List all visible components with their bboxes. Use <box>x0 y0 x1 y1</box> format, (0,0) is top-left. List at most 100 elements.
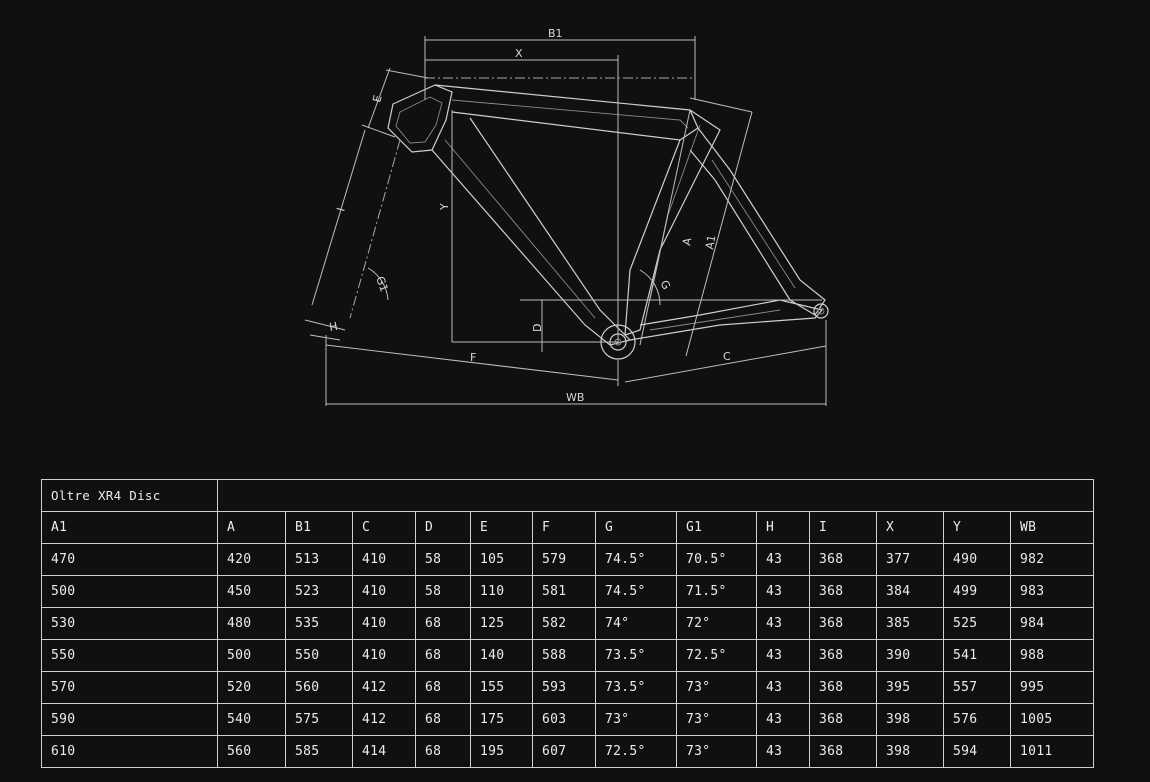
table-cell: 594 <box>943 735 1011 768</box>
table-cell: 385 <box>876 607 944 640</box>
table-cell: 195 <box>470 735 533 768</box>
table-cell: 43 <box>756 671 810 704</box>
table-cell: 588 <box>532 639 596 672</box>
column-header: I <box>809 511 877 544</box>
table-cell: 523 <box>285 575 353 608</box>
table-cell: 377 <box>876 543 944 576</box>
table-cell: 73.5° <box>595 671 677 704</box>
table-cell: 384 <box>876 575 944 608</box>
table-cell: 535 <box>285 607 353 640</box>
label-wb: WB <box>566 391 584 404</box>
table-cell: 1011 <box>1010 735 1094 768</box>
table-cell: 395 <box>876 671 944 704</box>
table-cell: 73° <box>676 735 757 768</box>
table-title-row: Oltre XR4 Disc <box>41 479 1094 512</box>
table-cell: 68 <box>415 671 471 704</box>
label-a: A <box>680 236 694 246</box>
table-cell: 603 <box>532 703 596 736</box>
label-g1: G1 <box>373 275 391 294</box>
geometry-table: Oltre XR4 Disc A1 A B1 C D E F G G1 H I … <box>41 479 1094 768</box>
table-cell: 450 <box>217 575 286 608</box>
table-cell: 74.5° <box>595 575 677 608</box>
column-header: H <box>756 511 810 544</box>
table-cell: 410 <box>352 607 416 640</box>
table-cell: 530 <box>41 607 218 640</box>
table-cell: 398 <box>876 703 944 736</box>
table-cell: 610 <box>41 735 218 768</box>
table-cell: 500 <box>41 575 218 608</box>
table-cell: 520 <box>217 671 286 704</box>
label-i: I <box>334 206 347 213</box>
table-cell: 72.5° <box>595 735 677 768</box>
table-cell: 368 <box>809 671 877 704</box>
table-cell: 43 <box>756 607 810 640</box>
table-cell: 1005 <box>1010 703 1094 736</box>
label-h: H <box>328 320 338 334</box>
table-header-row: A1 A B1 C D E F G G1 H I X Y WB <box>41 511 1094 544</box>
table-cell: 368 <box>809 703 877 736</box>
table-cell: 585 <box>285 735 353 768</box>
label-b1: B1 <box>548 27 563 40</box>
table-cell: 570 <box>41 671 218 704</box>
label-y: Y <box>438 203 451 211</box>
table-cell: 43 <box>756 735 810 768</box>
table-cell: 58 <box>415 543 471 576</box>
table-cell: 983 <box>1010 575 1094 608</box>
table-cell: 984 <box>1010 607 1094 640</box>
table-cell: 412 <box>352 671 416 704</box>
table-cell: 576 <box>943 703 1011 736</box>
table-cell: 593 <box>532 671 596 704</box>
table-cell: 579 <box>532 543 596 576</box>
table-cell: 550 <box>285 639 353 672</box>
table-cell: 74° <box>595 607 677 640</box>
column-header: WB <box>1010 511 1094 544</box>
bike-frame-drawing <box>387 84 829 360</box>
table-cell: 72.5° <box>676 639 757 672</box>
label-g: G <box>657 278 673 292</box>
table-cell: 560 <box>285 671 353 704</box>
table-cell: 470 <box>41 543 218 576</box>
table-cell: 582 <box>532 607 596 640</box>
table-cell: 420 <box>217 543 286 576</box>
table-cell: 995 <box>1010 671 1094 704</box>
table-cell: 410 <box>352 543 416 576</box>
table-cell: 43 <box>756 543 810 576</box>
table-cell: 398 <box>876 735 944 768</box>
column-header: E <box>470 511 533 544</box>
table-cell: 368 <box>809 543 877 576</box>
column-header: B1 <box>285 511 353 544</box>
column-header: G1 <box>676 511 757 544</box>
table-cell: 513 <box>285 543 353 576</box>
table-cell: 541 <box>943 639 1011 672</box>
title-spacer <box>217 479 1094 512</box>
table-cell: 540 <box>217 703 286 736</box>
table-cell: 71.5° <box>676 575 757 608</box>
table-cell: 560 <box>217 735 286 768</box>
table-cell: 607 <box>532 735 596 768</box>
table-cell: 410 <box>352 575 416 608</box>
table-cell: 68 <box>415 639 471 672</box>
column-header: Y <box>943 511 1011 544</box>
table-cell: 43 <box>756 575 810 608</box>
table-cell: 500 <box>217 639 286 672</box>
table-cell: 590 <box>41 703 218 736</box>
table-cell: 490 <box>943 543 1011 576</box>
table-cell: 499 <box>943 575 1011 608</box>
label-d: D <box>531 324 544 332</box>
table-cell: 110 <box>470 575 533 608</box>
table-cell: 410 <box>352 639 416 672</box>
table-cell: 68 <box>415 607 471 640</box>
table-cell: 73° <box>676 703 757 736</box>
column-header: G <box>595 511 677 544</box>
column-header: A1 <box>41 511 218 544</box>
table-cell: 140 <box>470 639 533 672</box>
table-cell: 74.5° <box>595 543 677 576</box>
table-cell: 390 <box>876 639 944 672</box>
table-cell: 43 <box>756 703 810 736</box>
table-cell: 155 <box>470 671 533 704</box>
